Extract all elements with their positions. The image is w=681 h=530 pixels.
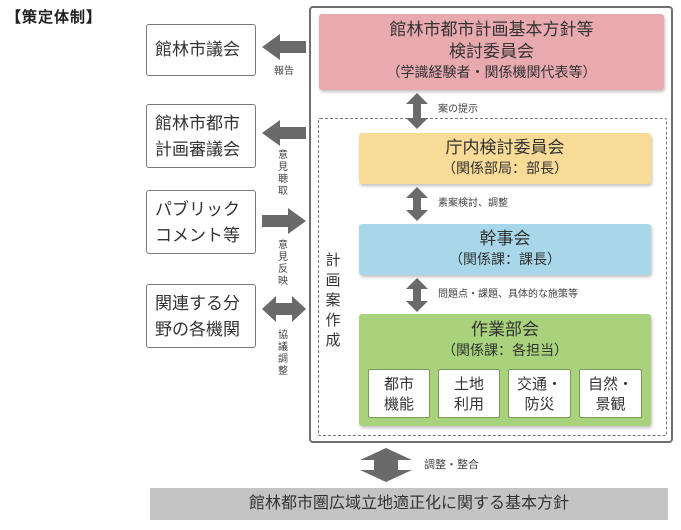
opinion-reflection-label-line2: 反映 <box>278 264 288 287</box>
consult-adjust-arrow <box>262 296 306 322</box>
internal-committee-line2: （関係部局：部長） <box>442 161 568 177</box>
urban-function-line2: 機能 <box>383 395 414 413</box>
working-group-line1: 作業部会 <box>471 320 539 340</box>
urban-planning-council-line1: 館林市都市 <box>155 114 240 134</box>
report-label: 報告 <box>274 66 294 77</box>
opinion-hearing-label-line1: 意見 <box>278 150 288 173</box>
related-agencies-box: 関連する分 野の各機関 <box>146 284 256 348</box>
proposal-arrow <box>406 93 428 129</box>
plan-drafting-char: 作 <box>325 311 341 329</box>
traffic-disaster-line2: 防災 <box>524 395 555 413</box>
working-group-nature-landscape: 自然・ 景観 <box>579 369 642 418</box>
plan-drafting-region <box>318 118 667 436</box>
report-arrow <box>262 34 306 60</box>
plan-drafting-char: 案 <box>325 291 341 309</box>
nature-landscape-line1: 自然・ <box>587 375 633 393</box>
issues-arrow <box>406 278 428 312</box>
opinion-reflection-label: 意見 反映 <box>276 240 290 288</box>
consult-adjust-label: 協議 調整 <box>276 330 290 378</box>
related-agencies-line1: 関連する分 <box>155 294 240 314</box>
coordination-label: 調整・整合 <box>424 458 479 471</box>
consult-adjust-label-line1: 協議 <box>278 330 288 353</box>
city-council-label: 館林市議会 <box>155 40 240 60</box>
internal-committee-line1: 庁内検討委員会 <box>445 138 565 158</box>
study-committee-line3: （学識経験者・関係機関代表等） <box>386 65 597 81</box>
traffic-disaster-line1: 交通・ <box>516 375 562 393</box>
consult-adjust-label-line2: 調整 <box>278 354 288 377</box>
plan-drafting-char: 画 <box>325 271 341 289</box>
study-committee-line2: 検討委員会 <box>449 42 534 62</box>
working-group-urban-function: 都市 機能 <box>368 369 430 418</box>
land-use-line1: 土地 <box>453 375 484 393</box>
working-group-line2: （関係課：各担当） <box>442 343 568 359</box>
opinion-reflection-arrow <box>262 208 306 234</box>
plan-drafting-label: 計 画 案 作 成 <box>324 250 342 350</box>
opinion-hearing-label-line2: 聴取 <box>278 174 288 197</box>
executive-board-line1: 幹事会 <box>479 229 531 249</box>
internal-committee-box: 庁内検討委員会 （関係部局：部長） <box>359 133 651 184</box>
opinion-hearing-arrow <box>262 120 306 146</box>
proposal-label: 案の提示 <box>438 104 478 115</box>
coordination-arrow <box>360 448 412 482</box>
issues-label: 問題点・課題、具体的な施策等 <box>438 289 578 300</box>
working-group-traffic-disaster: 交通・ 防災 <box>508 369 571 418</box>
study-committee-box: 館林市都市計画基本方針等 検討委員会 （学識経験者・関係機関代表等） <box>319 14 664 90</box>
urban-function-line1: 都市 <box>383 375 414 393</box>
urban-planning-council-box: 館林市都市 計画審議会 <box>146 104 256 168</box>
opinion-hearing-label: 意見 聴取 <box>276 150 290 198</box>
executive-board-box: 幹事会 （関係課：課長） <box>359 224 651 275</box>
working-group-land-use: 土地 利用 <box>438 369 500 418</box>
plan-drafting-char: 成 <box>325 331 341 349</box>
executive-board-line2: （関係課：課長） <box>449 252 561 268</box>
public-comment-box: パブリック コメント等 <box>146 190 256 254</box>
draft-review-arrow <box>406 187 428 221</box>
regional-policy-bar: 館林都市圏広域立地適正化に関する基本方針 <box>150 488 668 520</box>
draft-review-label: 素案検討、調整 <box>438 198 508 209</box>
study-committee-line1: 館林市都市計画基本方針等 <box>389 20 594 40</box>
plan-drafting-char: 計 <box>325 251 341 269</box>
urban-planning-council-line2: 計画審議会 <box>155 140 240 160</box>
land-use-line2: 利用 <box>453 395 484 413</box>
diagram-title: 【策定体制】 <box>6 8 103 26</box>
city-council-box: 館林市議会 <box>146 24 256 76</box>
opinion-reflection-label-line1: 意見 <box>278 240 288 263</box>
public-comment-line2: コメント等 <box>155 226 240 246</box>
nature-landscape-line2: 景観 <box>595 395 626 413</box>
related-agencies-line2: 野の各機関 <box>155 320 240 340</box>
public-comment-line1: パブリック <box>155 200 240 220</box>
